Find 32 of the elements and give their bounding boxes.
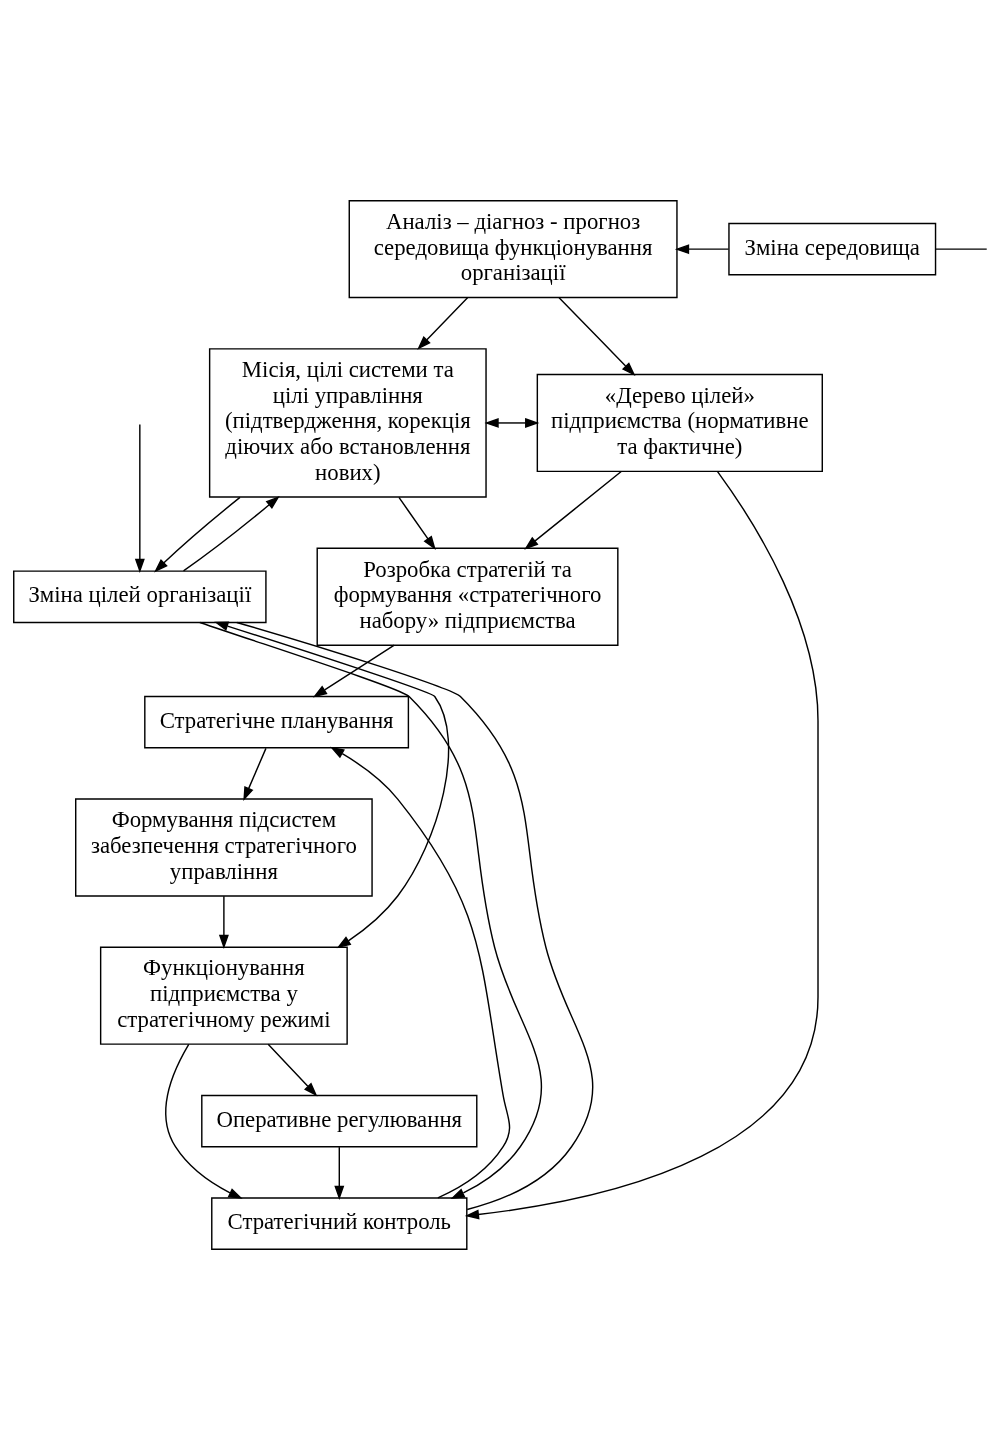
arrow	[243, 747, 267, 801]
arrow	[214, 621, 450, 949]
arrow	[267, 1043, 318, 1097]
arrow	[218, 895, 229, 949]
arrow	[558, 297, 636, 377]
node-box: Формування підсистем забезпечення стратегічного управління	[75, 798, 373, 897]
arrow	[464, 470, 819, 1220]
node-box: Функціонування підприємства у стратегічному режимі	[99, 946, 348, 1045]
arrow	[334, 1146, 345, 1200]
arrow	[182, 496, 280, 572]
arrow	[674, 244, 730, 255]
node-box: Стратегічне планування	[144, 695, 410, 749]
connector	[236, 621, 594, 1211]
node-box: Оперативне регулювання	[201, 1094, 478, 1148]
node-box: Зміна цілей організації	[13, 570, 267, 624]
arrow	[484, 417, 540, 428]
node-box: Аналіз – діагноз - прогноз середовища функціонування організації	[348, 200, 678, 299]
arrow	[330, 746, 511, 1199]
node-box: Розробка стратегій та формування «стратегічного набору» підприємства	[316, 547, 619, 646]
arrow	[165, 1043, 243, 1199]
arrow	[154, 496, 241, 573]
arrow	[417, 297, 469, 350]
node-box: Зміна середовища	[728, 222, 937, 276]
arrow	[312, 644, 395, 698]
node-box: Стратегічний контроль	[211, 1197, 468, 1250]
arrow	[398, 496, 436, 551]
arrow	[199, 621, 542, 1199]
arrow	[134, 423, 145, 573]
node-box: Місія, цілі системи та цілі управління (підтвердження, корекція діючих або встановлення нових)	[208, 348, 487, 498]
arrow	[524, 470, 622, 550]
node-box: «Дерево цілей» підприємства (нормативне та фактичне)	[536, 373, 823, 473]
connector	[935, 248, 988, 250]
